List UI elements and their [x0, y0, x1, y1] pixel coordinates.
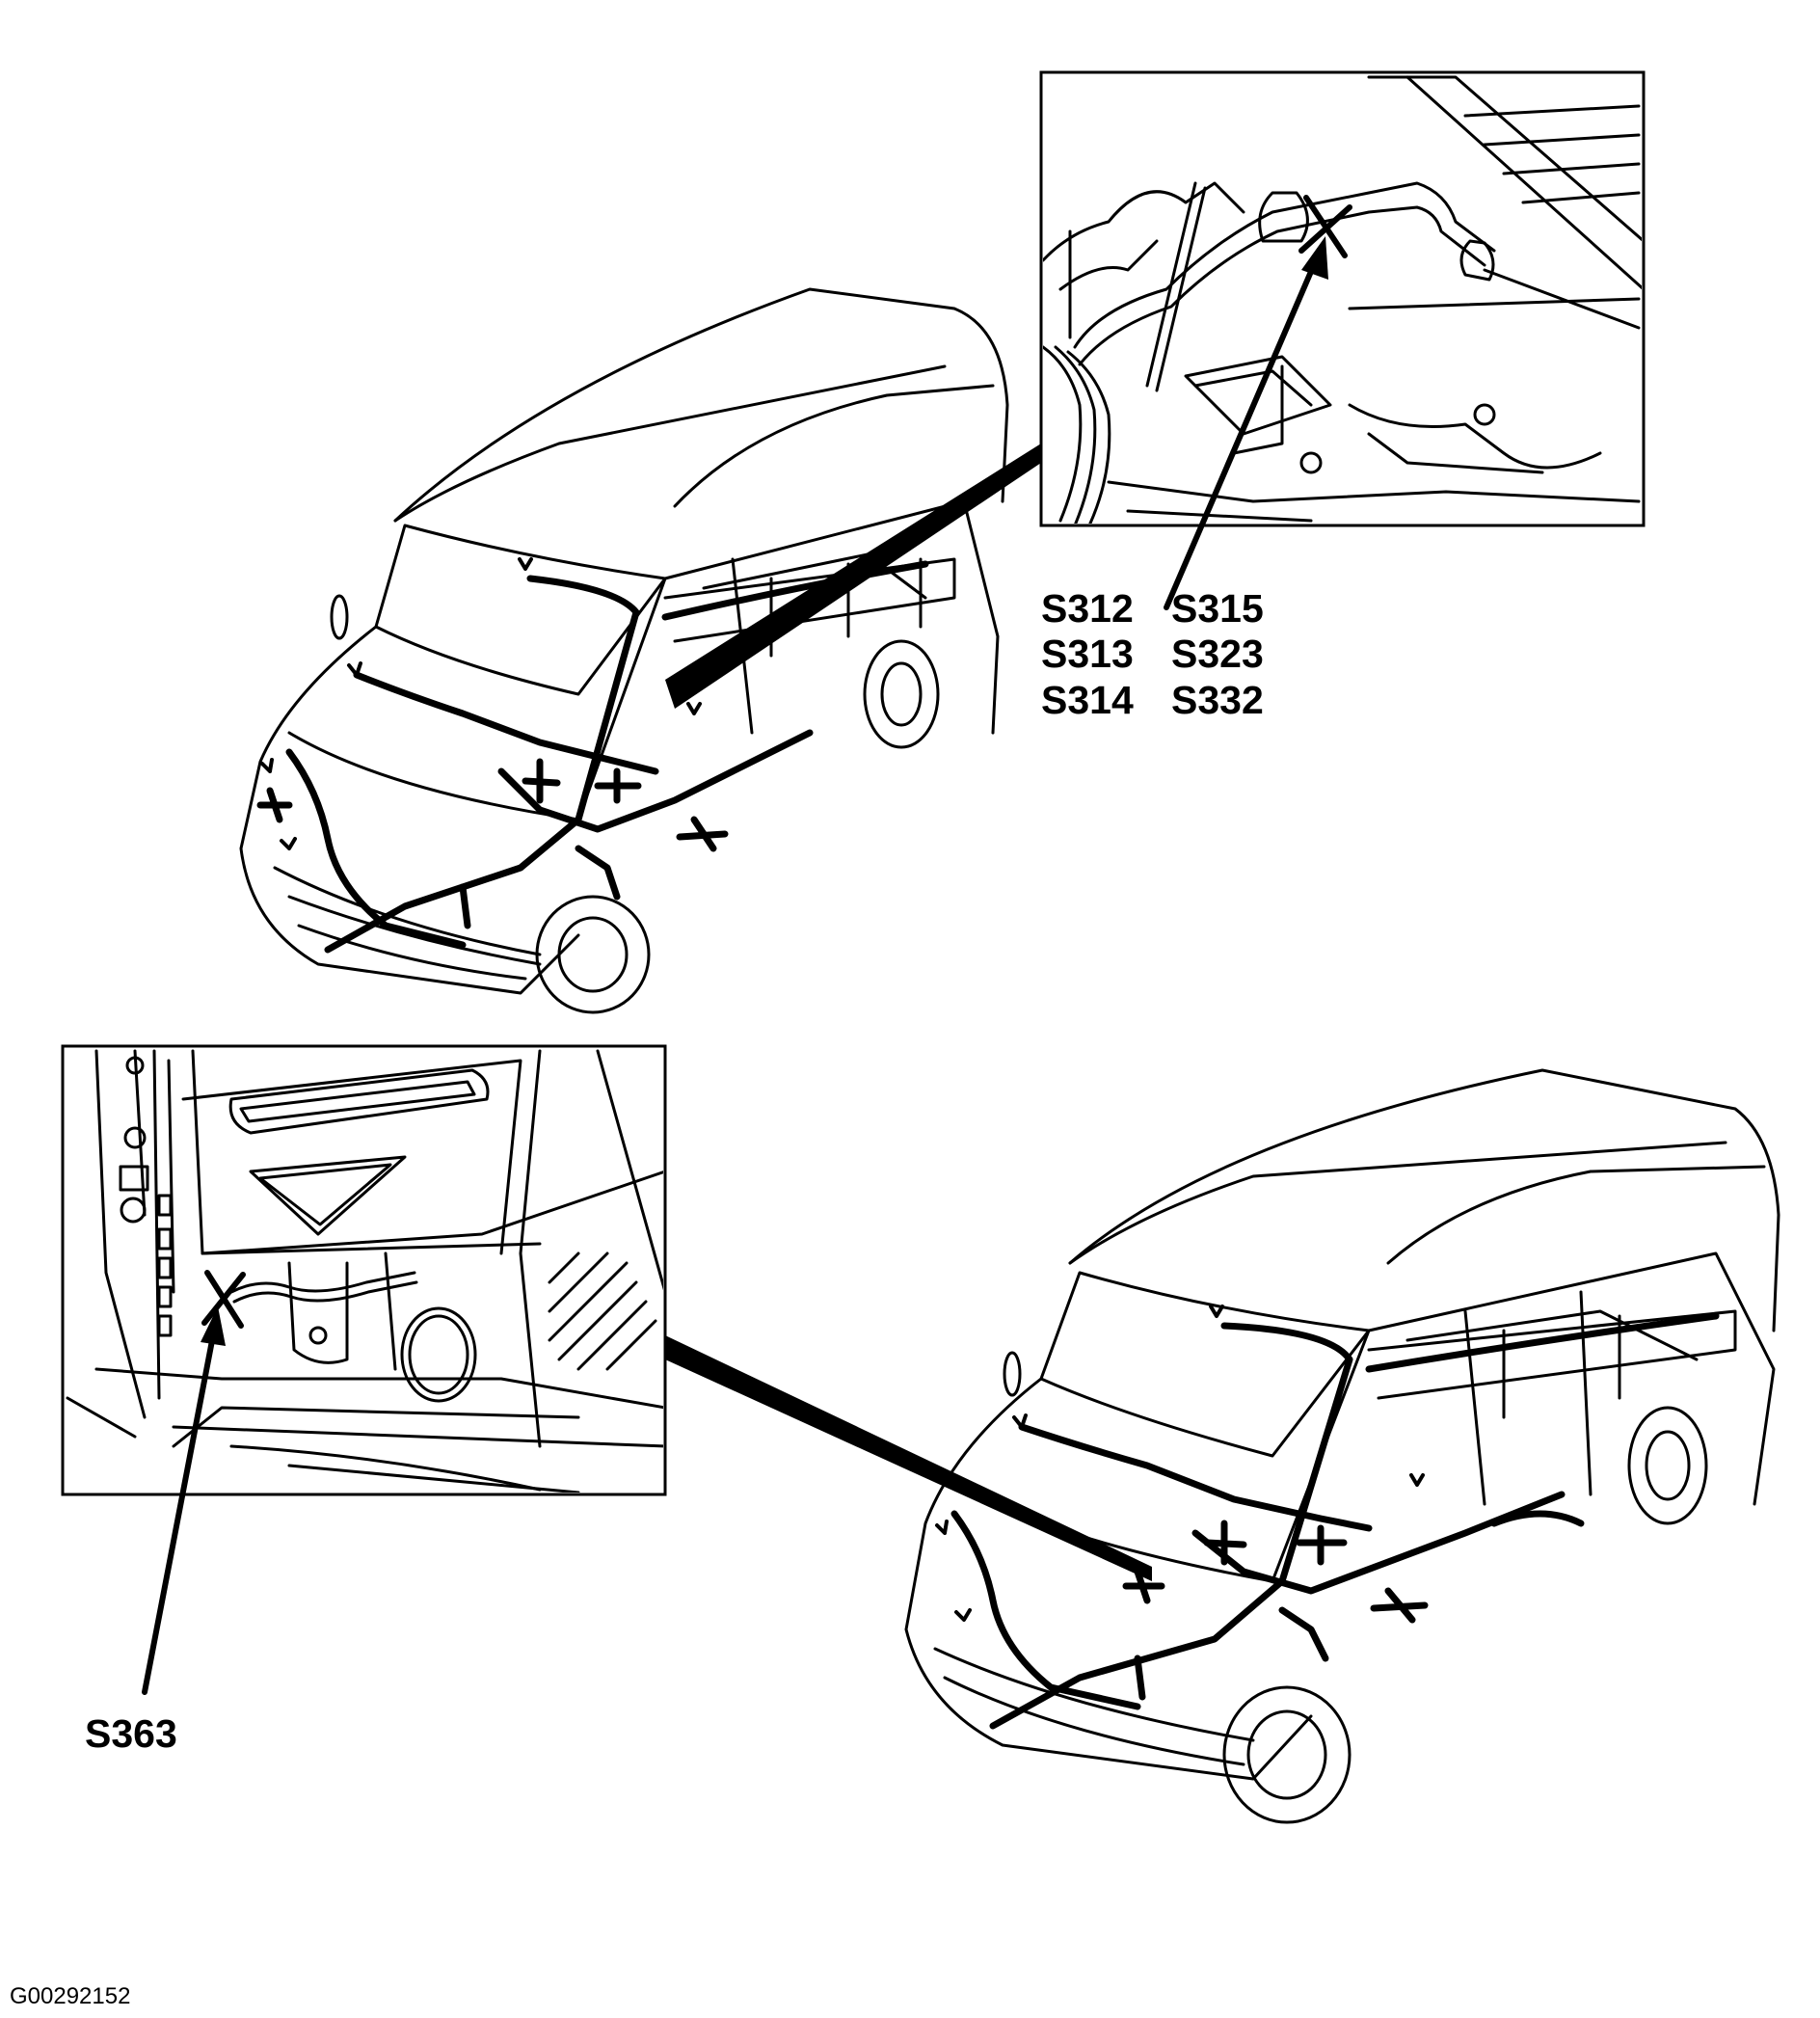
splice-label-s363: S363: [85, 1711, 177, 1756]
splice-label: S314: [1041, 678, 1134, 722]
splice-x-mark-lower: [201, 1270, 246, 1329]
upper-detail-inset: [1039, 70, 1646, 527]
lower-pointer-wedge: [665, 1335, 1152, 1581]
lower-detail-inset: [61, 1044, 667, 1496]
lower-van-harness: [950, 1312, 1720, 1730]
lower-van-connectors: [935, 1305, 1425, 1622]
upper-van-drawing: [239, 287, 1009, 1014]
upper-pointer-wedge: [665, 444, 1041, 709]
upper-splice-labels: S312 S313 S314 S315 S323 S332: [1041, 586, 1264, 722]
splice-label: S332: [1171, 678, 1264, 722]
splice-x-mark-upper: [1298, 195, 1352, 258]
lower-callout-arrow: [142, 1306, 226, 1695]
upper-callout-arrow: [1164, 236, 1328, 610]
upper-van-harness: [256, 560, 929, 954]
upper-van-connectors: [260, 557, 702, 850]
splice-label: S313: [1041, 632, 1134, 676]
splice-label: S312: [1041, 586, 1134, 631]
splice-label: S323: [1171, 632, 1264, 676]
lower-van-drawing: [904, 1068, 1780, 1824]
splice-label: S315: [1171, 586, 1264, 631]
figure-id: G00292152: [10, 1983, 130, 2009]
